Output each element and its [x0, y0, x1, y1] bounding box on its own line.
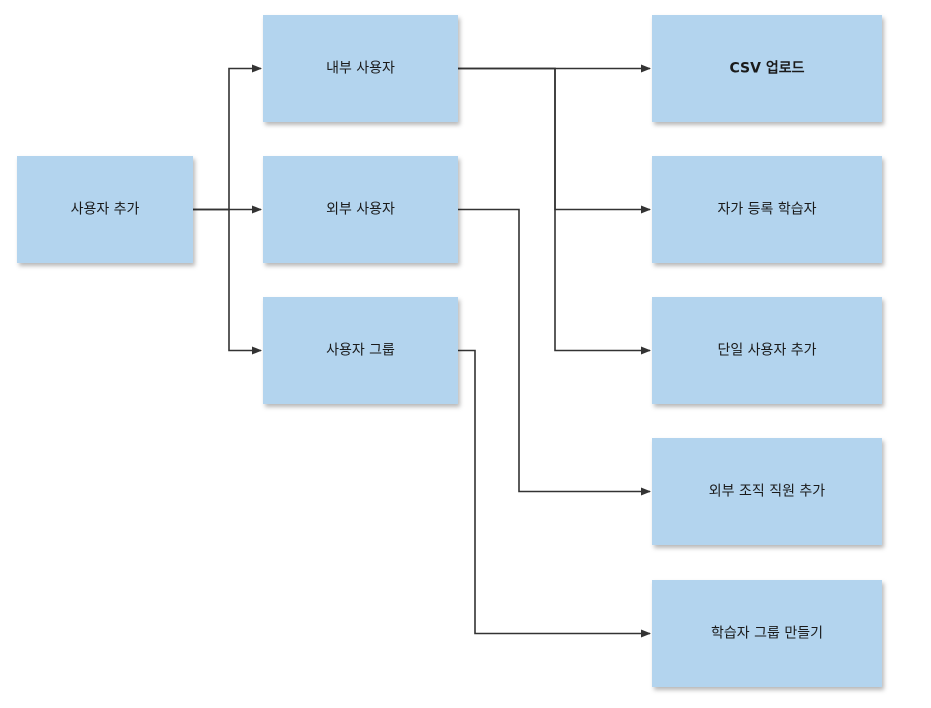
- node-add-single-user: 단일 사용자 추가: [652, 297, 882, 404]
- node-box: [652, 15, 882, 122]
- node-label: 내부 사용자: [326, 61, 395, 77]
- arrow-add-users-to-user-groups: [193, 208, 262, 355]
- node-label: 단일 사용자 추가: [717, 343, 816, 359]
- node-label: 학습자 그룹 만들기: [711, 626, 823, 642]
- node-label: 외부 조직 직원 추가: [709, 484, 826, 500]
- node-box: [263, 15, 458, 122]
- arrow-add-users-to-internal-users: [193, 64, 262, 211]
- node-box: [652, 438, 882, 545]
- node-create-learner-group: 학습자 그룹 만들기: [652, 580, 882, 687]
- node-label: CSV 업로드: [730, 61, 805, 77]
- node-label: 사용자 그룹: [326, 343, 395, 359]
- node-box: [652, 156, 882, 263]
- node-internal-users: 내부 사용자: [263, 15, 458, 122]
- node-label: 자가 등록 학습자: [717, 202, 816, 218]
- arrow-external-users-to-add-external-org-staff: [458, 208, 651, 496]
- node-box: [652, 580, 882, 687]
- node-label: 외부 사용자: [326, 202, 395, 218]
- node-self-registered: 자가 등록 학습자: [652, 156, 882, 263]
- node-csv-upload: CSV 업로드: [652, 15, 882, 122]
- node-user-groups: 사용자 그룹: [263, 297, 458, 404]
- node-box: [263, 297, 458, 404]
- node-add-external-org-staff: 외부 조직 직원 추가: [652, 438, 882, 545]
- connectors: [193, 64, 651, 638]
- node-box: [17, 156, 193, 263]
- node-external-users: 외부 사용자: [263, 156, 458, 263]
- node-add-users: 사용자 추가: [17, 156, 193, 263]
- arrow-internal-users-to-add-single-user: [458, 67, 651, 355]
- arrow-user-groups-to-create-learner-group: [458, 349, 651, 638]
- node-box: [263, 156, 458, 263]
- arrow-internal-users-to-self-registered: [458, 67, 651, 214]
- node-box: [652, 297, 882, 404]
- node-label: 사용자 추가: [71, 202, 140, 218]
